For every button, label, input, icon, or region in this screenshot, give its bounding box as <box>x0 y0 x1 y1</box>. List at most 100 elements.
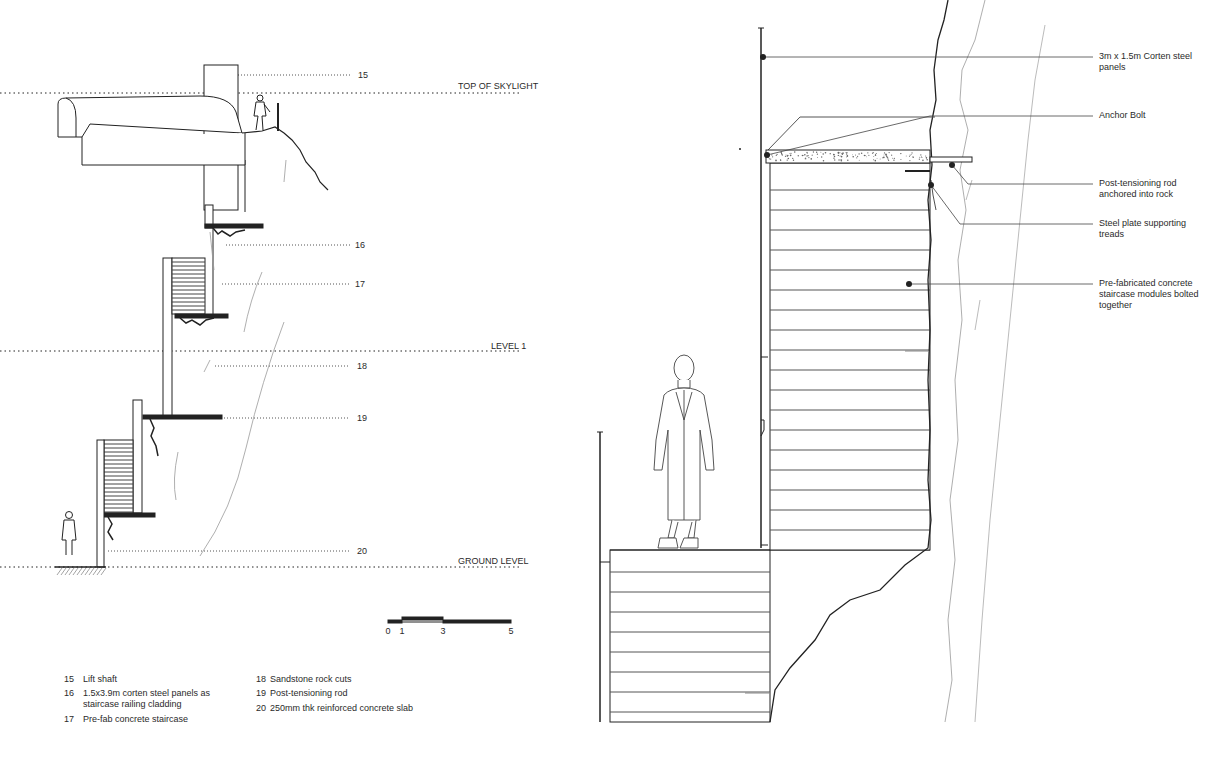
aggregate <box>926 159 928 161</box>
aggregate <box>919 159 920 160</box>
aggregate <box>812 155 813 156</box>
callout-number: 19 <box>357 413 367 424</box>
aggregate <box>816 152 817 153</box>
key-number: 20 <box>256 703 266 714</box>
aggregate <box>788 158 790 160</box>
module-joint <box>610 612 770 613</box>
lift-wall <box>245 160 246 212</box>
hatch-stroke <box>85 568 90 575</box>
aggregate <box>793 160 794 161</box>
leader-lines <box>763 57 1093 284</box>
hatch-stroke <box>101 568 106 575</box>
tread <box>104 464 133 465</box>
module-joint <box>610 592 770 593</box>
level-line <box>0 567 520 568</box>
module-joint <box>770 330 930 331</box>
aggregate <box>900 153 902 155</box>
aggregate <box>876 157 878 159</box>
module-plate <box>745 693 770 694</box>
aggregate <box>855 154 856 155</box>
railing-post <box>599 432 601 722</box>
aggregate <box>884 152 885 153</box>
aggregate <box>803 155 805 157</box>
aggregate <box>887 158 888 159</box>
aggregate <box>876 153 877 154</box>
aggregate <box>781 154 783 156</box>
aggregate <box>873 159 874 160</box>
skylight-edge <box>66 98 76 137</box>
aggregate <box>838 152 840 154</box>
aggregate <box>905 155 907 157</box>
key-text: Sandstone rock cuts <box>270 674 352 685</box>
aggregate <box>790 153 791 154</box>
hatch-stroke <box>93 568 98 575</box>
aggregate <box>834 156 835 157</box>
aggregate <box>785 154 787 156</box>
module-joint <box>770 310 930 311</box>
tread <box>104 512 133 513</box>
aggregate <box>782 154 783 155</box>
callout-number: 20 <box>357 546 367 557</box>
tread <box>104 496 133 497</box>
key-text: Post-tensioning rod <box>270 688 348 699</box>
aggregate <box>807 153 808 154</box>
module-joint <box>770 350 930 351</box>
aggregate <box>926 157 927 158</box>
corten-panel <box>97 440 104 567</box>
aggregate <box>781 153 782 154</box>
aggregate <box>825 152 827 154</box>
module-joint <box>610 652 770 653</box>
aggregate <box>900 159 901 160</box>
hatch-stroke <box>89 568 94 575</box>
hatch-stroke <box>69 568 74 575</box>
aggregate <box>909 156 910 157</box>
concrete-slab <box>175 314 228 318</box>
aggregate <box>847 155 848 156</box>
aggregate <box>841 156 843 158</box>
key-number: 15 <box>64 674 74 685</box>
aggregate <box>847 159 848 160</box>
level-label: TOP OF SKYLIGHT <box>458 81 538 92</box>
corten-panel <box>133 400 142 513</box>
railing <box>277 103 279 131</box>
module-joint <box>770 190 930 191</box>
aggregate <box>840 155 841 156</box>
aggregate <box>798 155 799 156</box>
aggregate <box>910 155 911 156</box>
tread <box>172 294 205 295</box>
aggregate <box>775 160 777 162</box>
panel-joint <box>761 420 764 436</box>
person-figure <box>254 95 270 130</box>
aggregate <box>851 154 853 156</box>
aggregate <box>875 154 876 155</box>
aggregate <box>864 155 866 157</box>
tread <box>172 298 205 299</box>
callout-number: 18 <box>357 361 367 372</box>
aggregate <box>807 155 808 156</box>
rock-cut <box>213 228 245 236</box>
module-joint <box>770 490 930 491</box>
module-joint <box>610 692 770 693</box>
rock-strata <box>174 160 286 556</box>
callout-number: 17 <box>355 279 365 290</box>
tread <box>172 266 205 267</box>
right-detail <box>597 0 1093 722</box>
aggregate <box>781 152 782 153</box>
steel-plate <box>905 170 930 172</box>
aggregate <box>776 155 777 156</box>
aggregate <box>886 156 887 157</box>
aggregate <box>900 153 901 154</box>
aggregate <box>865 154 867 156</box>
key-text: Lift shaft <box>83 674 117 685</box>
concrete-slab <box>98 513 155 517</box>
aggregate <box>833 157 834 158</box>
staircase-module <box>610 550 770 722</box>
aggregate <box>922 160 924 162</box>
callout-number: 16 <box>355 240 365 251</box>
hatch-stroke <box>57 568 62 575</box>
aggregate <box>806 152 807 153</box>
rod-cap <box>597 432 603 433</box>
aggregate <box>894 158 895 159</box>
